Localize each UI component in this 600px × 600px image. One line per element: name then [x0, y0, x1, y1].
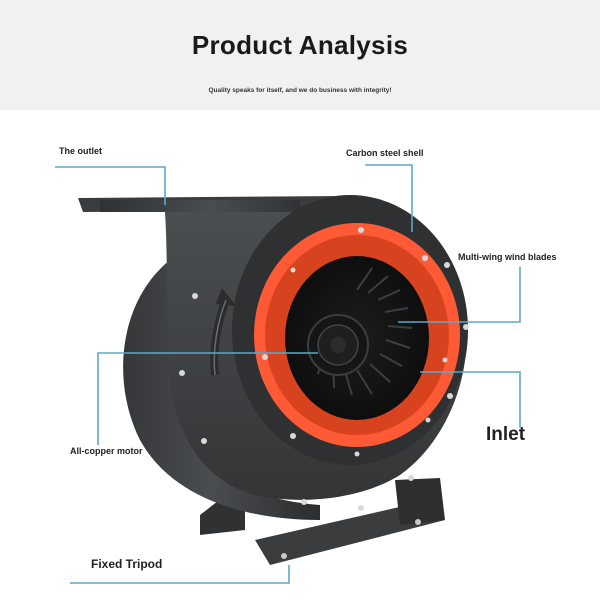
header-banner [0, 0, 600, 110]
callout-shell: Carbon steel shell [346, 148, 424, 158]
bolts [179, 227, 469, 511]
fixed-tripod [200, 478, 445, 565]
callout-tripod: Fixed Tripod [91, 557, 163, 571]
page-title: Product Analysis [191, 30, 409, 60]
callout-motor: All-copper motor [70, 446, 143, 456]
callout-inlet: Inlet [486, 424, 526, 445]
callout-lines [55, 164, 521, 584]
callout-blades: Multi-wing wind blades [458, 252, 557, 262]
callout-outlet: The outlet [59, 146, 102, 156]
all-copper-motor [307, 314, 369, 376]
page-subtitle: Quality speaks for itself, and we do bus… [208, 87, 392, 94]
arrow-up-icon [210, 288, 236, 376]
